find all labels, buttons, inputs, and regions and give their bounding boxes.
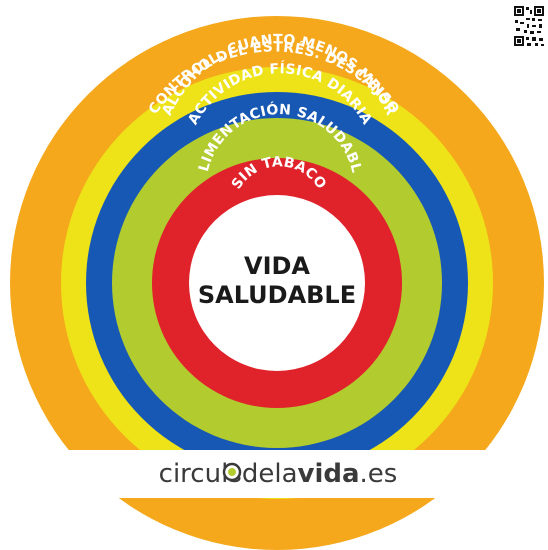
center-title-line1: VIDA [244, 252, 310, 280]
brand-part-vida: vida [298, 459, 360, 489]
brand-part-es: .es [360, 459, 398, 489]
center-title-line2: SALUDABLE [198, 281, 356, 309]
svg-text:circulsdelavida.es: circulsdelavida.es [159, 459, 398, 489]
brand-dot-inner-icon [228, 468, 236, 476]
center-circle [189, 195, 365, 371]
brand-logo: circulsdelavida.es [159, 459, 398, 489]
brand-band [0, 450, 548, 498]
brand-part-circul: circul [159, 459, 229, 489]
qr-code-icon[interactable] [512, 4, 546, 48]
